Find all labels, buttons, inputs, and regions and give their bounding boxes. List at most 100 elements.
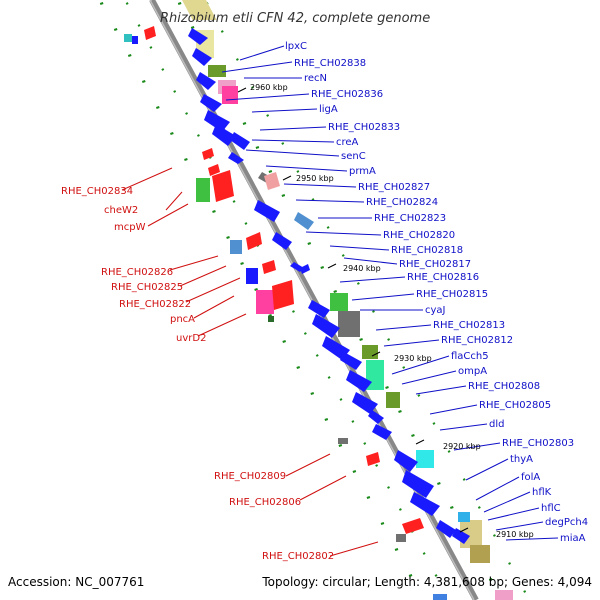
gene-label-right[interactable]: RHE_CH02818	[391, 245, 463, 256]
kbp-ticks	[237, 87, 469, 533]
outer-dotted-tracks	[99, 2, 527, 593]
gene-label-left[interactable]: RHE_CH02822	[119, 299, 191, 310]
gene-label-right[interactable]: RHE_CH02815	[416, 289, 488, 300]
track-dot	[324, 418, 329, 421]
gene-label-right[interactable]: senC	[341, 151, 366, 162]
gene-label-left[interactable]: uvrD2	[176, 333, 206, 344]
gene-label-right[interactable]: ligA	[319, 104, 338, 115]
track-dot	[255, 146, 260, 149]
connector-line	[401, 370, 457, 385]
gene-label-left[interactable]: RHE_CH02834	[61, 186, 133, 197]
track-dot	[220, 30, 224, 33]
gene-label-left[interactable]: RHE_CH02809	[214, 471, 286, 482]
connector-line	[165, 191, 183, 211]
track-dot	[402, 366, 406, 369]
gene-label-right[interactable]: cyaJ	[425, 305, 446, 316]
gene-label-right[interactable]: ompA	[458, 366, 487, 377]
connector-line	[375, 324, 432, 331]
gene-label-right[interactable]: recN	[304, 73, 327, 84]
gene-label-left[interactable]: mcpW	[114, 222, 146, 233]
track-dot	[394, 548, 399, 551]
gene-label-left[interactable]: cheW2	[104, 205, 138, 216]
gene-label-left[interactable]: RHE_CH02826	[101, 267, 173, 278]
track-dot	[359, 338, 363, 341]
gene-label-right[interactable]: creA	[336, 137, 359, 148]
track-dot	[366, 496, 371, 499]
connector-line	[121, 167, 173, 191]
connector-line	[239, 45, 285, 61]
connector-line	[505, 537, 559, 541]
track-dot	[327, 376, 331, 379]
gene-label-right[interactable]: RHE_CH02836	[311, 89, 383, 100]
track-dot	[437, 482, 441, 485]
track-dot	[372, 310, 375, 313]
gene-label-right[interactable]: lpxC	[285, 41, 307, 52]
gene-label-right[interactable]: miaA	[560, 533, 586, 544]
gene-label-right[interactable]: thyA	[510, 454, 533, 465]
connector-line	[147, 203, 189, 227]
track-dot	[296, 366, 301, 369]
track-dot	[141, 80, 146, 83]
connector-line	[251, 108, 318, 113]
track-dot	[398, 508, 402, 511]
gene-label-right[interactable]: folA	[521, 472, 540, 483]
track-dot	[341, 254, 345, 257]
connector-line	[265, 165, 348, 172]
gene-label-right[interactable]: RHE_CH02833	[328, 122, 400, 133]
track-dot	[242, 122, 247, 125]
connector-line	[185, 277, 241, 303]
track-dot	[462, 478, 466, 481]
gene-label-right[interactable]: dld	[489, 419, 504, 430]
track-dot	[387, 486, 390, 489]
connector-line	[351, 293, 415, 301]
track-dot	[303, 332, 307, 335]
track-dot	[212, 210, 216, 213]
gene-label-right[interactable]: hflC	[541, 503, 561, 514]
track-dot	[185, 112, 189, 115]
gene-label-left[interactable]: pncA	[170, 314, 195, 325]
gene-label-right[interactable]: RHE_CH02805	[479, 400, 551, 411]
track-dot	[177, 2, 182, 5]
track-dot	[251, 86, 254, 89]
label-connectors-right	[221, 45, 559, 541]
track-dot	[417, 394, 421, 397]
connector-line	[329, 541, 379, 557]
gene-label-right[interactable]: RHE_CH02803	[502, 438, 574, 449]
kbp-label: 2960 kbp	[250, 83, 288, 92]
gene-label-right[interactable]: flaCch5	[451, 351, 489, 362]
connector-line	[179, 265, 227, 287]
gene-label-left[interactable]: RHE_CH02806	[229, 497, 301, 508]
track-dot	[320, 266, 325, 269]
gene-label-left[interactable]: RHE_CH02802	[262, 551, 334, 562]
gene-label-right[interactable]: RHE_CH02823	[374, 213, 446, 224]
connector-line	[225, 93, 310, 101]
gene-label-right[interactable]: RHE_CH02813	[433, 320, 505, 331]
gene-label-right[interactable]: prmA	[349, 166, 376, 177]
gene-label-right[interactable]: RHE_CH02827	[358, 182, 430, 193]
track-dot	[411, 434, 415, 437]
gene-label-right[interactable]: RHE_CH02838	[294, 58, 366, 69]
connector-line	[391, 355, 450, 375]
track-dot	[266, 114, 270, 117]
track-dot	[292, 310, 295, 313]
track-dot	[380, 522, 385, 525]
gene-label-right[interactable]: RHE_CH02816	[407, 272, 479, 283]
track-dot	[432, 422, 436, 425]
track-dot	[190, 26, 195, 29]
kbp-label: 2950 kbp	[296, 174, 334, 183]
gene-label-right[interactable]: hflK	[532, 487, 552, 498]
gene-label-right[interactable]: RHE_CH02817	[399, 259, 471, 270]
connector-line	[305, 231, 382, 236]
gene-label-right[interactable]: RHE_CH02812	[441, 335, 513, 346]
track-dot	[352, 470, 357, 473]
connector-line	[197, 313, 247, 337]
kbp-label: 2930 kbp	[394, 354, 432, 363]
track-dot	[333, 290, 337, 293]
track-dot	[268, 314, 272, 317]
gene-label-right[interactable]: degPch4	[545, 517, 588, 528]
gene-label-left[interactable]: RHE_CH02825	[111, 282, 183, 293]
gene-label-right[interactable]: RHE_CH02824	[366, 197, 438, 208]
gene-label-right[interactable]: RHE_CH02820	[383, 230, 455, 241]
gene-label-right[interactable]: RHE_CH02808	[468, 381, 540, 392]
connector-line	[429, 404, 478, 415]
